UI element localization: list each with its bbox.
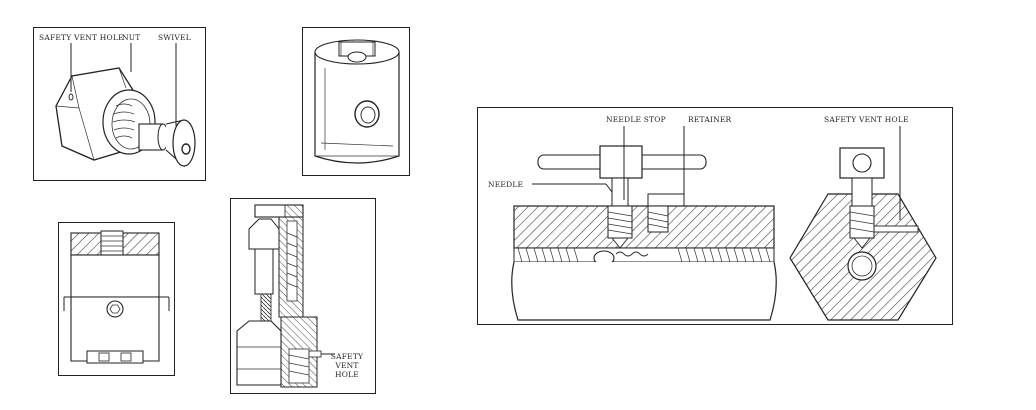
- fitting-panel: SAFETY VENT HOLE NUT SWIVEL: [33, 27, 206, 181]
- block-panel: [302, 27, 410, 176]
- fitting-drawing: SAFETY VENT HOLE NUT SWIVEL: [39, 33, 196, 168]
- valve-section-panel: NEEDLE NEEDLE STOP RETAINER SAFETY VENT …: [477, 107, 953, 325]
- assembly-section-panel: SAFETY VENT HOLE: [230, 198, 376, 394]
- label-retainer: RETAINER: [688, 115, 732, 124]
- block-drawing: [314, 39, 400, 164]
- label-vent: VENT: [334, 361, 358, 370]
- label-needle-stop: NEEDLE STOP: [606, 115, 666, 124]
- label-safety-vent-hole: SAFETY VENT HOLE: [39, 33, 124, 42]
- label-nut: NUT: [122, 33, 141, 42]
- label-safety: SAFETY: [331, 352, 364, 361]
- label-needle: NEEDLE: [488, 180, 523, 189]
- assembly-section-drawing: SAFETY VENT HOLE: [236, 204, 364, 388]
- label-safety-vent-hole-2: SAFETY VENT HOLE: [824, 115, 909, 124]
- label-hole: HOLE: [335, 370, 359, 379]
- valve-section-drawing: NEEDLE NEEDLE STOP RETAINER SAFETY VENT …: [488, 115, 937, 321]
- end-view-panel: [58, 222, 175, 376]
- label-swivel: SWIVEL: [158, 33, 191, 42]
- end-view-drawing: [63, 230, 170, 364]
- vent-hole-mark: [68, 93, 74, 101]
